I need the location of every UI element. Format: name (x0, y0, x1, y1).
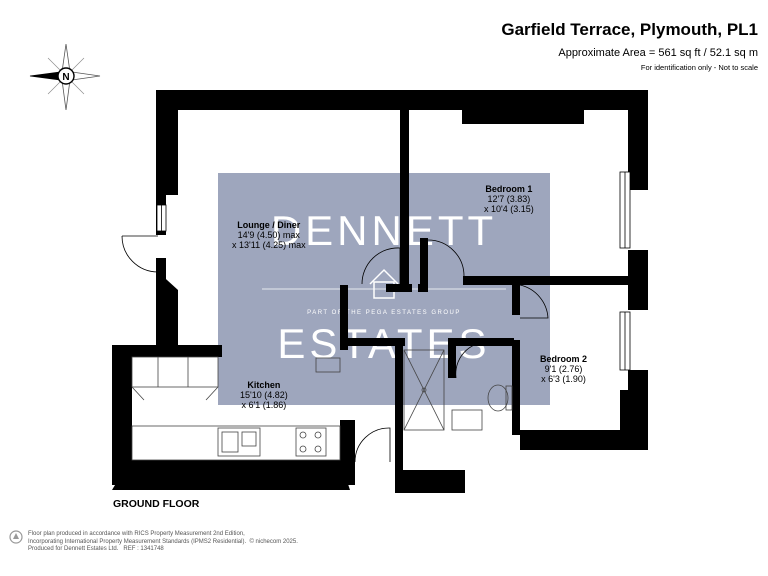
room-bedroom-2: Bedroom 2 9'1 (2.76) x 6'3 (1.90) (540, 354, 587, 384)
footer-copyright: © nichecom 2025. (249, 538, 298, 545)
room-lounge-diner: Lounge / Diner 14'9 (4.50) max x 13'11 (… (232, 220, 306, 250)
watermark-line1: DENNETT (271, 207, 497, 254)
footer-notes: Floor plan produced in accordance with R… (28, 531, 298, 554)
room-dimension: x 6'3 (1.90) (541, 374, 586, 384)
walls (112, 90, 648, 493)
toilet-icon (487, 384, 509, 412)
room-name: Bedroom 2 (540, 354, 588, 364)
windows (156, 171, 631, 371)
room-name: Kitchen (247, 380, 281, 390)
shower-tray (403, 349, 445, 431)
bathroom-basin (451, 409, 483, 431)
compass-north-label: N (62, 72, 69, 83)
approximate-area: Approximate Area = 561 sq ft / 52.1 sq m (558, 47, 758, 59)
kitchen-worktop (131, 425, 341, 461)
room-dimension: x 10'4 (3.15) (484, 204, 534, 214)
identification-note: For identification only - Not to scale (640, 63, 758, 72)
watermark-tagline: PART OF THE PEGA ESTATES GROUP (307, 310, 461, 316)
room-name: Bedroom 1 (485, 184, 533, 194)
room-bedroom-1: Bedroom 1 12'7 (3.83) x 10'4 (3.15) (484, 184, 534, 214)
room-dimension: 12'7 (3.83) (487, 194, 531, 204)
nichecom-logo-icon (9, 530, 23, 544)
room-kitchen: Kitchen 15'10 (4.82) x 6'1 (1.86) (240, 380, 288, 410)
compass-rose-icon: N (29, 43, 101, 111)
watermark: DENNETT PART OF THE PEGA ESTATES GROUP E… (218, 173, 550, 405)
footer-line-3: Produced for Dennett Estates Ltd. (28, 546, 119, 552)
floor-label: GROUND FLOOR (113, 498, 200, 510)
room-name: Lounge / Diner (237, 220, 301, 230)
plan-title: Garfield Terrace, Plymouth, PL1 (501, 20, 758, 39)
footer-line-2: Incorporating International Property Mea… (28, 538, 247, 545)
footer-ref: REF : 1341748 (123, 546, 164, 552)
room-dimension: 14'9 (4.50) max (237, 230, 300, 240)
hob-icon (295, 427, 327, 457)
room-dimension: 9'1 (2.76) (544, 364, 583, 374)
kitchen-sink (217, 427, 261, 457)
cupboard (315, 357, 341, 373)
fixtures (131, 349, 513, 461)
doors (121, 235, 549, 463)
room-dimension: 15'10 (4.82) (240, 390, 288, 400)
room-dimension: x 13'11 (4.25) max (232, 240, 306, 250)
room-dimension: x 6'1 (1.86) (241, 400, 287, 410)
footer-line-1: Floor plan produced in accordance with R… (28, 531, 245, 537)
kitchen-wall-units (131, 356, 219, 388)
